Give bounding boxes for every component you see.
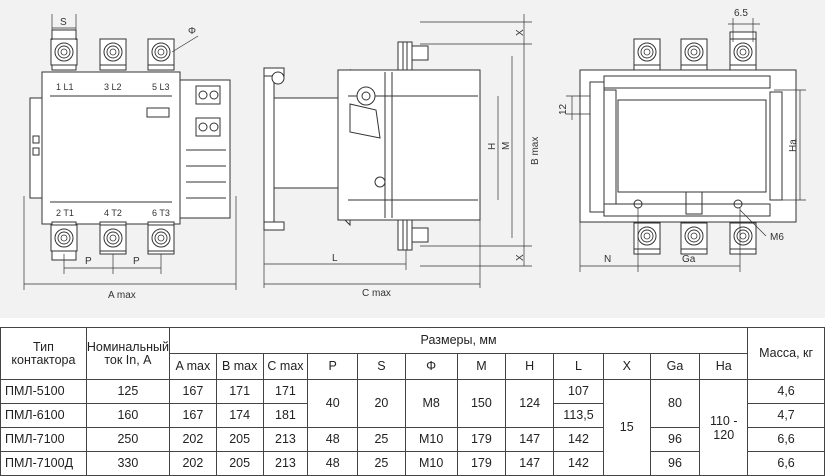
cell-b: 205	[215, 427, 264, 452]
terminal-bottom-t3	[147, 221, 175, 255]
col-a-max: A max	[168, 353, 217, 380]
dim-p-2: P	[133, 256, 140, 267]
cell-b: 174	[215, 403, 264, 428]
cell-nominal: 250	[85, 427, 170, 452]
dim-12: 12	[558, 103, 569, 115]
stud-bottom	[397, 219, 429, 251]
dim-m: M	[501, 142, 512, 150]
col-ha: Ha	[699, 353, 749, 380]
dim-n: N	[604, 254, 611, 265]
side-view	[263, 14, 532, 288]
dim-x-top: X	[515, 29, 526, 36]
cell-s: 20	[357, 379, 406, 428]
terminal-top-l3	[147, 38, 175, 71]
technical-drawing: S Φ 1 L1 3 L2 5 L3 2 T1 4 T2 6 T3 P P A …	[23, 8, 806, 301]
dim-ga: Ga	[682, 254, 696, 265]
dim-l: L	[332, 253, 338, 264]
col-ga: Ga	[649, 353, 701, 380]
cell-p: 48	[307, 427, 359, 452]
cell-phi: M8	[404, 379, 458, 428]
cell-ha: 110 - 120	[699, 379, 749, 476]
header-sizes: Размеры, мм	[168, 327, 749, 354]
cell-ga: 96	[649, 427, 701, 452]
col-phi: Φ	[404, 353, 458, 380]
terminal-bottom-t2	[99, 221, 127, 255]
cell-nominal: 125	[85, 379, 170, 404]
cell-m: 150	[456, 379, 507, 428]
cell-c: 171	[262, 379, 309, 404]
col-h: H	[505, 353, 555, 380]
front-view	[23, 14, 237, 290]
cell-h: 124	[505, 379, 555, 428]
cell-l: 142	[553, 427, 604, 452]
cell-phi: M10	[404, 427, 458, 452]
col-l: L	[553, 353, 604, 380]
cell-mass: 4,6	[747, 379, 825, 404]
back-terminal-bottom-3	[729, 221, 757, 255]
dim-6-5: 6.5	[734, 8, 748, 19]
table-row: ПМЛ-5100 125 167 171 171 40 20 M8 150 12…	[0, 379, 825, 476]
header-type: Тип контактора	[0, 327, 87, 380]
cell-s: 25	[357, 427, 406, 452]
cell-mass: 4,7	[747, 403, 825, 428]
col-x: X	[602, 353, 651, 380]
cell-type: ПМЛ-7100	[0, 427, 87, 452]
terminal-bottom-t1	[50, 221, 78, 261]
cell-nominal: 160	[85, 403, 170, 428]
back-terminal-bottom-2	[680, 221, 708, 255]
front-body	[41, 71, 181, 225]
dim-c-max: C max	[362, 288, 391, 299]
label-5l3: 5 L3	[152, 82, 170, 92]
cell-type: ПМЛ-6100	[0, 403, 87, 428]
cell-l: 107	[553, 379, 604, 404]
col-b-max: B max	[215, 353, 264, 380]
col-c-max: C max	[262, 353, 309, 380]
cell-type: ПМЛ-5100	[0, 379, 87, 404]
dim-m6: M6	[770, 232, 784, 243]
label-3l2: 3 L2	[104, 82, 122, 92]
dimensions-table: Тип контактора Номинальный ток In, А Раз…	[0, 327, 825, 476]
dim-a-max: A max	[108, 290, 136, 301]
label-1l1: 1 L1	[56, 82, 74, 92]
cell-x: 15	[602, 379, 651, 476]
col-s: S	[357, 353, 406, 380]
aux-contact-block	[179, 79, 231, 219]
cell-a: 202	[168, 427, 217, 452]
header-nominal: Номинальный ток In, А	[85, 327, 170, 380]
cell-a: 167	[168, 403, 217, 428]
dim-p-1: P	[85, 256, 92, 267]
stud-top	[397, 41, 429, 71]
dim-phi: Φ	[188, 26, 196, 37]
cell-c: 213	[262, 427, 309, 452]
dim-x-bottom: X	[515, 254, 526, 261]
cell-ga: 80	[649, 379, 701, 428]
back-terminal-top-2	[680, 38, 708, 73]
back-body	[579, 69, 797, 223]
cell-p: 40	[307, 379, 359, 428]
col-m: M	[456, 353, 507, 380]
dim-h: H	[487, 143, 498, 150]
cell-ha-text: 110 - 120	[709, 413, 738, 442]
dim-b-max: B max	[530, 137, 541, 165]
back-terminal-top-1	[633, 38, 661, 73]
cell-b: 171	[215, 379, 264, 404]
dim-ha: Ha	[788, 139, 799, 152]
label-2t1: 2 T1	[56, 208, 74, 218]
cell-h: 147	[505, 427, 555, 452]
dim-s: S	[60, 17, 67, 28]
cell-l: 113,5	[553, 403, 604, 428]
header-mass: Масса, кг	[747, 327, 825, 380]
back-terminal-top-3	[729, 31, 757, 73]
terminal-top-l1	[50, 29, 78, 71]
cell-a: 167	[168, 379, 217, 404]
dimension-drawings: S Φ 1 L1 3 L2 5 L3 2 T1 4 T2 6 T3 P P A …	[0, 0, 825, 318]
col-p: P	[307, 353, 359, 380]
terminal-top-l2	[99, 38, 127, 71]
label-6t3: 6 T3	[152, 208, 170, 218]
back-view	[566, 18, 806, 272]
cell-m: 179	[456, 427, 507, 452]
cell-c: 181	[262, 403, 309, 428]
label-4t2: 4 T2	[104, 208, 122, 218]
cell-mass: 6,6	[747, 427, 825, 452]
